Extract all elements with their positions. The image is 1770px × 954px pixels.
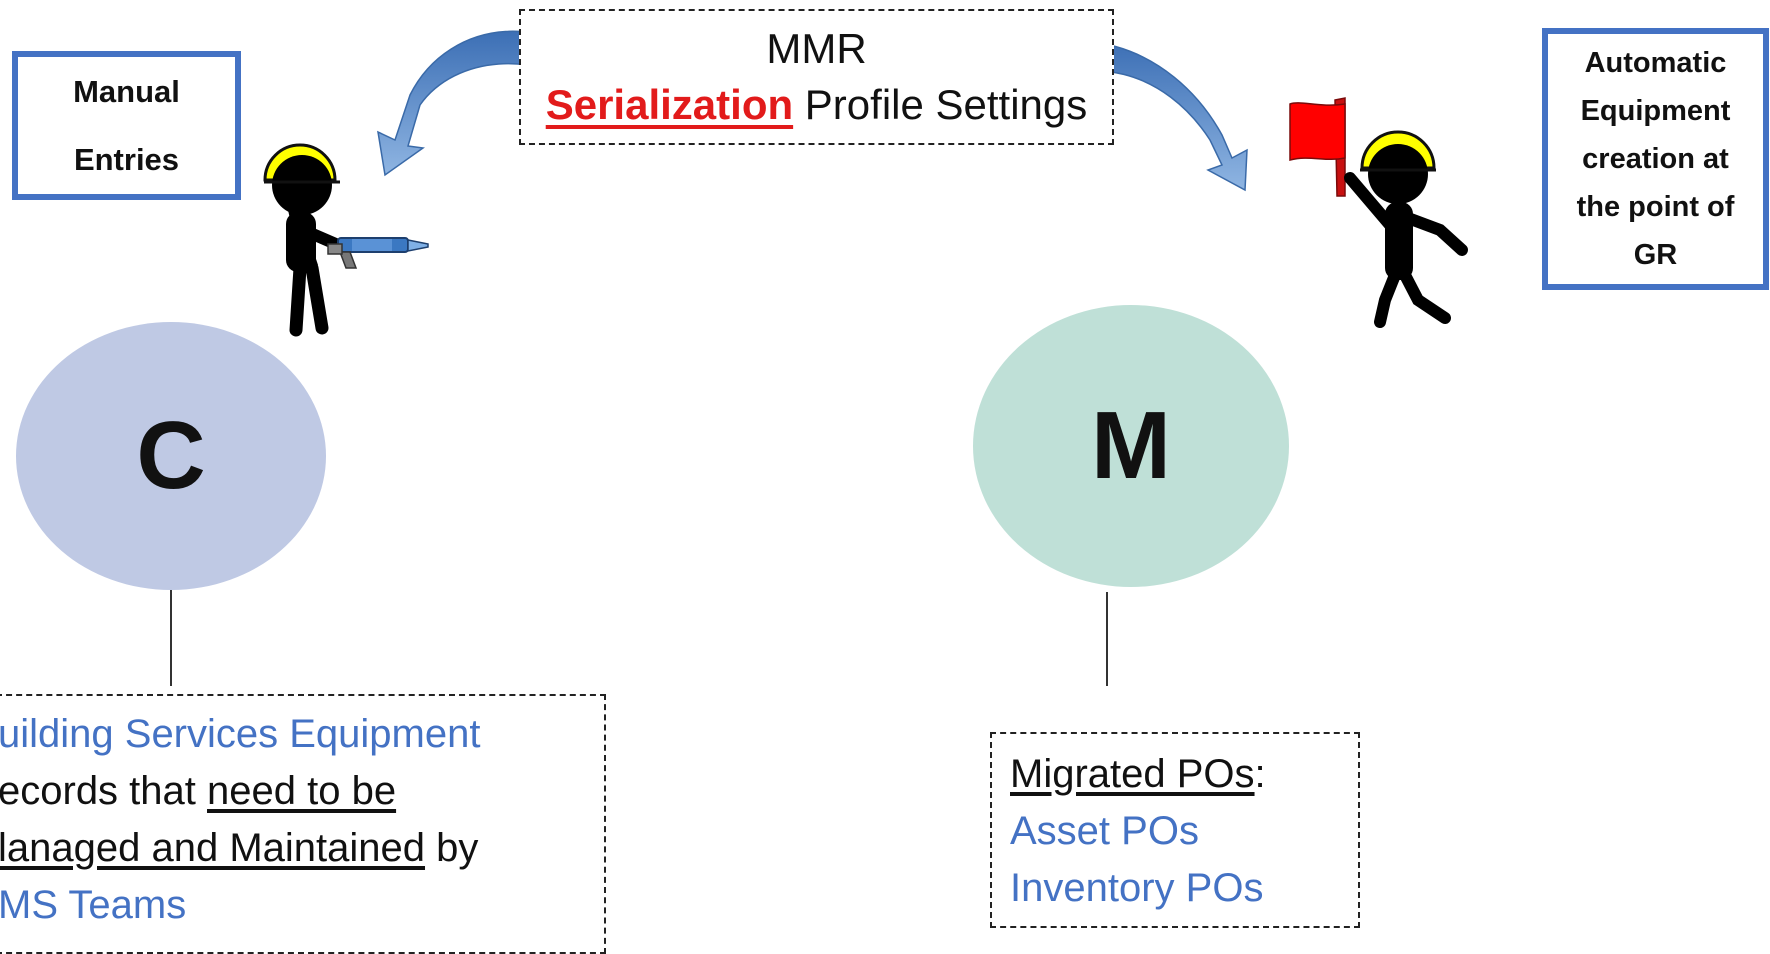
left-note-line2-underlined: need to be: [207, 769, 397, 813]
left-note-line2: ecords that need to be: [0, 763, 604, 820]
circle-m-label: M: [1091, 392, 1171, 499]
right-note-title: Migrated POs:: [1010, 746, 1358, 803]
worker-with-caulking-gun-icon: [263, 143, 429, 337]
right-note-item-inventory: Inventory POs: [1010, 866, 1264, 910]
header-subtitle: Serialization Profile Settings: [521, 77, 1112, 133]
left-note-line4: MS Teams: [0, 883, 187, 927]
left-note-line3: lanaged and Maintained by: [0, 820, 604, 877]
header-emphasis: Serialization: [545, 81, 794, 128]
manual-entries-line2: Entries: [73, 141, 180, 177]
header-rest: Profile Settings: [793, 81, 1088, 128]
circle-c: C: [16, 322, 326, 590]
header-title: MMR: [766, 25, 867, 72]
automatic-equipment-box: Automatic Equipment creation at the poin…: [1542, 28, 1769, 290]
right-note-title-suffix: :: [1254, 752, 1266, 796]
right-note-item-asset: Asset POs: [1010, 809, 1199, 853]
connector-left: [170, 590, 172, 686]
connector-right: [1106, 592, 1108, 686]
left-note-line1: uilding Services Equipment: [0, 712, 481, 756]
automatic-line: the point of: [1576, 191, 1735, 223]
manual-entries-box: Manual Entries: [12, 51, 241, 200]
circle-m: M: [973, 305, 1289, 587]
circle-c-label: C: [136, 402, 206, 509]
left-note-line2-text: ecords that: [0, 769, 208, 813]
worker-with-flag-icon: [1289, 97, 1468, 328]
right-note-title-text: Migrated POs: [1010, 752, 1255, 796]
manual-entries-line1: Manual: [73, 73, 180, 109]
automatic-line: GR: [1633, 239, 1678, 271]
left-note-line3-text: by: [425, 826, 479, 870]
right-note-box: Migrated POs: Asset POs Inventory POs: [990, 732, 1360, 928]
left-note-line3-underlined: lanaged and Maintained: [0, 826, 426, 870]
automatic-line: Automatic: [1584, 47, 1727, 79]
left-note-box: uilding Services Equipment ecords that n…: [0, 694, 606, 954]
automatic-line: Equipment: [1580, 95, 1731, 127]
automatic-line: creation at: [1582, 143, 1729, 175]
header-box: MMR Serialization Profile Settings: [519, 9, 1114, 145]
